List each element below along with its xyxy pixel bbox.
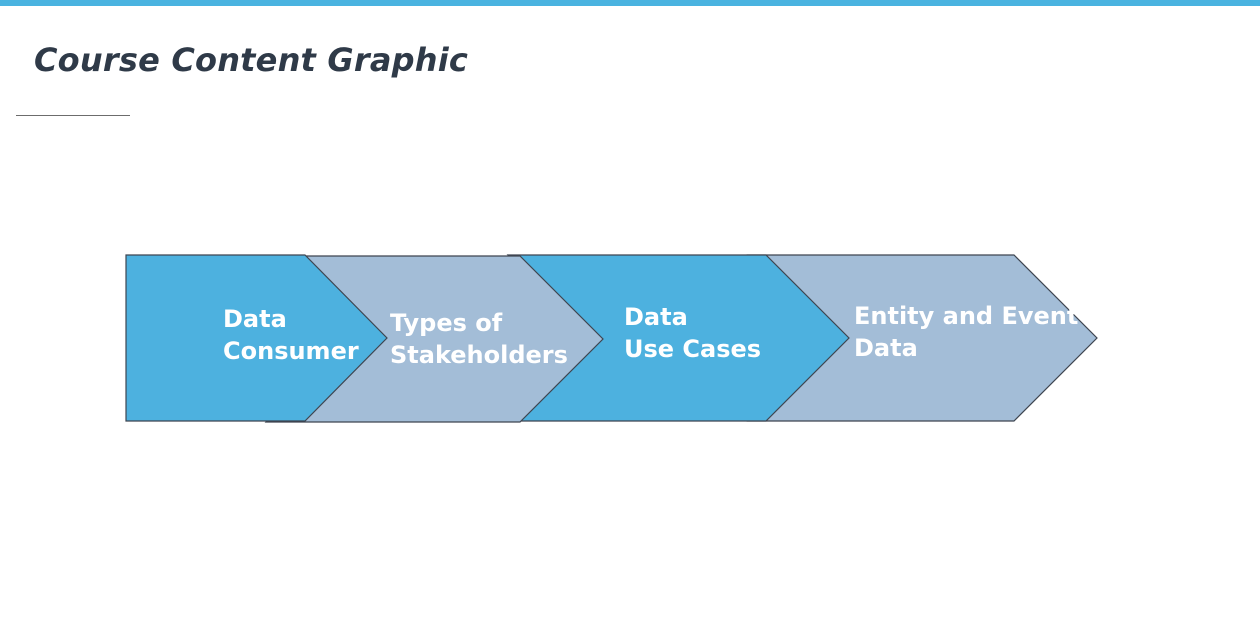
chevron-label-step-4: Entity and Event Data	[854, 300, 1078, 364]
chevron-label-step-1: Data Consumer	[223, 303, 359, 367]
step-3-line-1: Data	[624, 303, 688, 331]
step-4-line-2: Data	[854, 334, 918, 362]
page-title: Course Content Graphic	[34, 41, 469, 79]
step-1-line-1: Data	[223, 305, 287, 333]
step-1-line-2: Consumer	[223, 337, 359, 365]
step-2-line-2: Stakeholders	[390, 341, 568, 369]
chevron-step-1	[125, 254, 388, 422]
step-2-line-1: Types of	[390, 309, 503, 337]
chevron-label-step-3: Data Use Cases	[624, 301, 761, 365]
title-underline	[16, 115, 130, 116]
top-accent-bar	[0, 0, 1260, 6]
chevron-label-step-2: Types of Stakeholders	[390, 307, 568, 371]
step-3-line-2: Use Cases	[624, 335, 762, 363]
step-4-line-1: Entity and Event	[854, 302, 1079, 330]
